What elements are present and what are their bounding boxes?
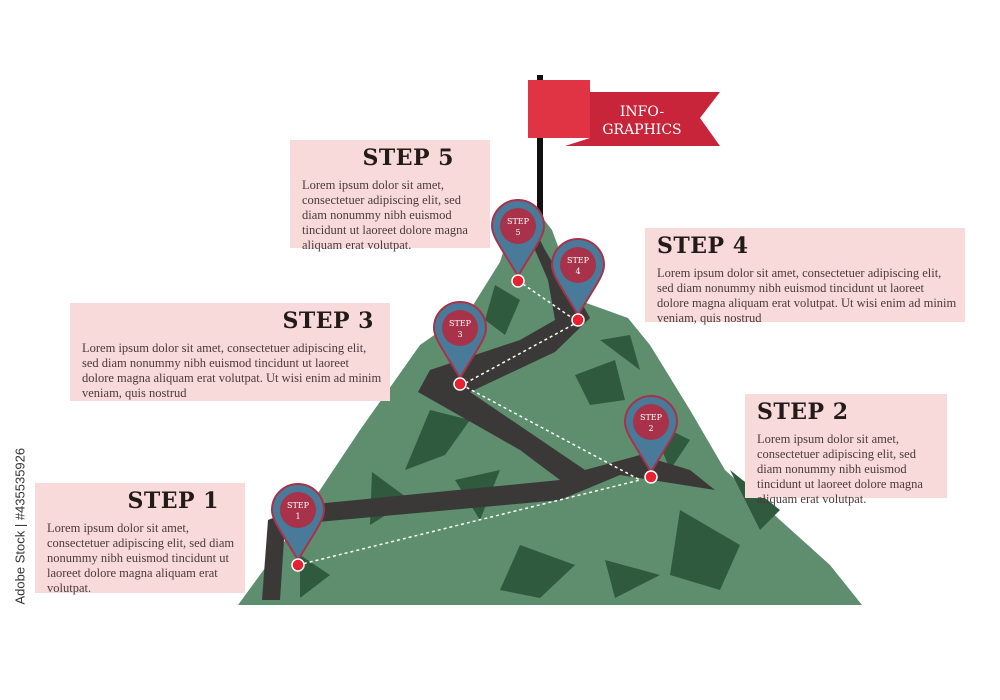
step-4-title: STEP 4: [657, 233, 749, 259]
step-5-title: STEP 5: [362, 145, 454, 171]
step-5-box: STEP 5 Lorem ipsum dolor sit amet, conse…: [290, 140, 490, 252]
pin-label-step-3: STEP: [449, 319, 472, 328]
pin-step-3: STEP 3: [432, 301, 488, 391]
pin-number-step-5: 5: [515, 228, 520, 237]
pin-step-4: STEP 4: [550, 238, 606, 327]
road: [262, 225, 715, 600]
step-4-text: Lorem ipsum dolor sit amet, consectetuer…: [657, 266, 957, 325]
pin-step-5: STEP 5: [490, 199, 546, 288]
flag-label-line2: GRAPHICS: [602, 122, 681, 138]
step-5-text: Lorem ipsum dolor sit amet, consectetuer…: [302, 178, 468, 252]
pin-label-step-5: STEP: [507, 217, 530, 226]
step-1-text: Lorem ipsum dolor sit amet, consectetuer…: [47, 521, 235, 595]
pin-label-step-1: STEP: [287, 501, 310, 510]
pin-step-1: STEP 1: [270, 483, 326, 572]
pin-label-step-4: STEP: [567, 256, 590, 265]
pin-label-step-2: STEP: [640, 413, 663, 422]
step-1-title: STEP 1: [127, 488, 219, 514]
stock-credit-text: Adobe Stock | #435535926: [12, 447, 28, 605]
flag: [528, 80, 590, 138]
flag-label-line1: INFO-: [620, 104, 664, 120]
flag-pole: [537, 75, 543, 225]
pin-number-step-4: 4: [575, 267, 580, 276]
pin-number-step-2: 2: [648, 424, 653, 433]
step-3-text: Lorem ipsum dolor sit amet, consectetuer…: [82, 341, 382, 400]
pin-number-step-1: 1: [295, 512, 300, 521]
step-2-title: STEP 2: [757, 399, 849, 425]
step-4-box: STEP 4 Lorem ipsum dolor sit amet, conse…: [645, 228, 965, 325]
stock-credit: Adobe Stock | #435535926: [5, 448, 29, 610]
step-1-box: STEP 1 Lorem ipsum dolor sit amet, conse…: [35, 483, 245, 595]
step-2-text: Lorem ipsum dolor sit amet, consectetuer…: [757, 432, 923, 506]
pin-step-2: STEP 2: [623, 395, 679, 484]
pin-number-step-3: 3: [457, 330, 462, 339]
step-3-box: STEP 3 Lorem ipsum dolor sit amet, conse…: [70, 303, 390, 401]
flag-ribbon: [565, 92, 720, 146]
step-3-title: STEP 3: [282, 308, 374, 334]
step-2-box: STEP 2 Lorem ipsum dolor sit amet, conse…: [745, 394, 947, 506]
